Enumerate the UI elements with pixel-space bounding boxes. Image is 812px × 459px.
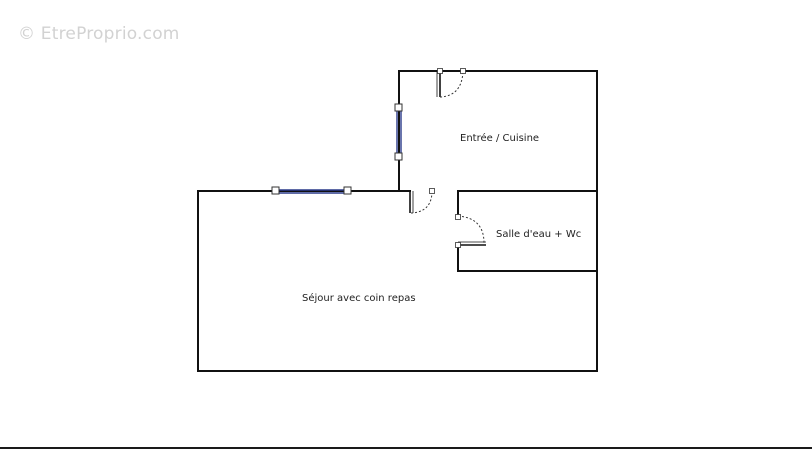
- bottom-rule: [0, 447, 812, 449]
- room-label-entree-cuisine: Entrée / Cuisine: [460, 133, 540, 144]
- door-sejour: [409, 188, 435, 214]
- door-salle-deau: [455, 214, 486, 248]
- room-label-salle-deau: Salle d'eau + Wc: [496, 229, 582, 240]
- room-label-sejour: Séjour avec coin repas: [302, 293, 416, 304]
- window-entree: [394, 103, 403, 161]
- door-entree: [436, 68, 466, 98]
- window-sejour: [271, 186, 352, 195]
- watermark: © EtreProprio.com: [18, 24, 180, 44]
- walls: [197, 70, 598, 372]
